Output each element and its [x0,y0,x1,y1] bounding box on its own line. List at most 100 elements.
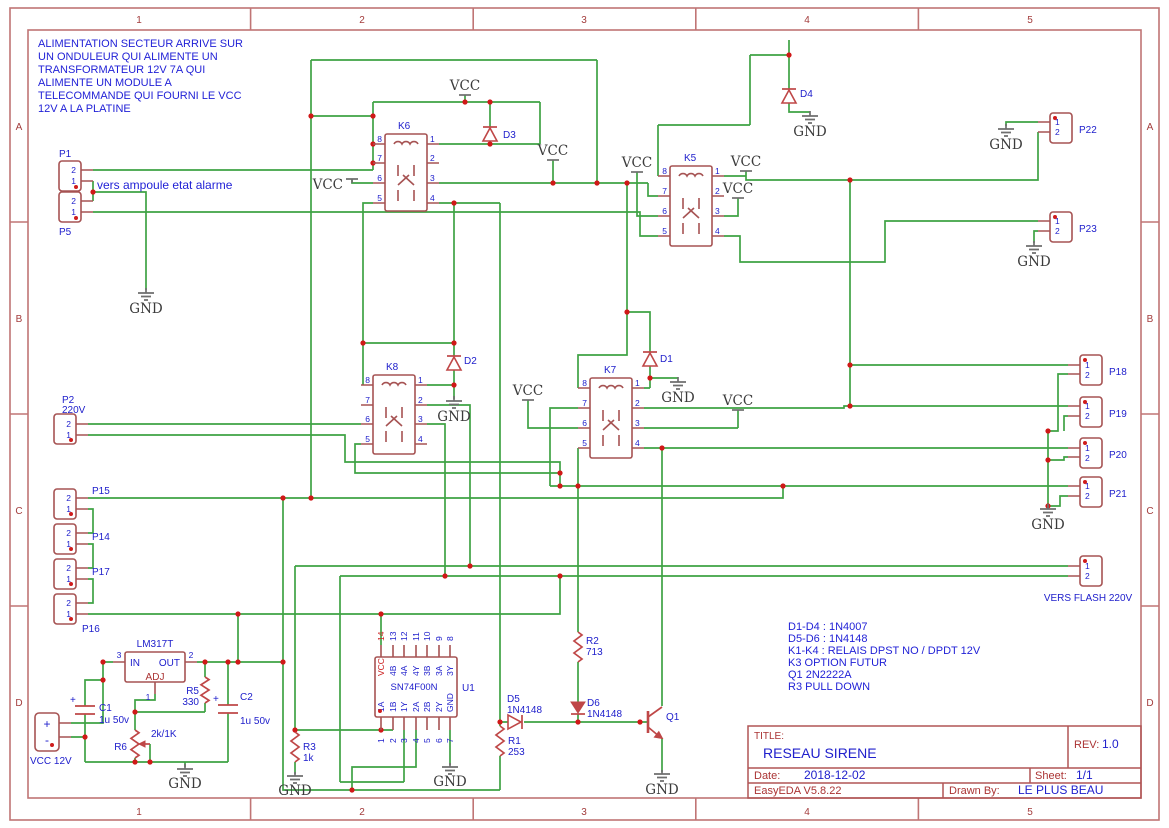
gnd-symbol: GND [1031,504,1065,533]
pin-number: 1 [71,176,76,186]
transistor-refdes: Q1 [666,712,680,723]
relay-k7[interactable]: 8 7 6 5 1 2 3 4 K7 [578,365,644,459]
potentiometer-r6[interactable]: R6 2k/1K [114,729,177,759]
resistor-r1[interactable]: R1 253 [494,725,525,758]
date-label: Date: [754,770,780,782]
gnd-symbol: GND [433,763,467,790]
connector-body [1079,437,1103,469]
pin-number: 1 [1085,481,1090,491]
diode-refdes: D1 [660,354,673,365]
pin-label: 1B [388,701,398,712]
polarity-plus: + [43,717,50,731]
pin-label: 3B [422,665,432,676]
gnd-icon [670,377,686,390]
connector-p19[interactable]: 1 2 P19 [1068,396,1127,428]
diode-d1[interactable]: D1 [641,351,673,367]
pin-number: 8 [445,636,455,641]
connector-p17[interactable]: 2 1 P17 [53,558,110,590]
vcc-flag: VCC [621,155,652,173]
wires[interactable] [71,40,1068,791]
connector-p22[interactable]: 1 2 P22 [1038,112,1097,144]
connector-p18[interactable]: 1 2 P18 [1068,354,1127,386]
resistor-value: 2k/1K [151,729,177,740]
pin-number: 1 [66,574,71,584]
connector-label: P15 [92,486,110,497]
connector-p16[interactable]: 2 1 P16 [53,593,100,635]
connector-label: P19 [1109,409,1127,420]
connector-p1[interactable]: 2 1 P1 [58,149,93,192]
relay-k8[interactable]: 8 7 6 5 1 2 3 4 K8 [361,362,427,455]
connector-vers-flash[interactable]: 1 2 VERS FLASH 220V [1044,555,1133,604]
pin-label: 3Y [445,665,455,676]
diode-d2[interactable]: D2 [445,355,477,371]
diode-d3[interactable]: D3 [481,126,516,142]
frame-col-label: 4 [804,807,810,818]
polarity-plus: + [213,694,219,705]
gnd-symbol: GND [129,288,163,317]
connector-p21[interactable]: 1 2 P21 [1068,476,1127,508]
relay-k5[interactable]: 8 7 6 5 1 2 3 4 K5 [658,153,724,247]
frame-col-label: 1 [136,807,142,818]
pin-number: 7 [377,153,382,163]
pin-number: 1 [1085,443,1090,453]
gnd-label: GND [168,776,202,792]
pin-label: 4Y [411,665,421,676]
frame-ticks [10,8,1159,820]
resistor-r5[interactable]: R5 330 [182,676,211,708]
transistor-q1[interactable]: Q1 [646,706,680,740]
diode-d5[interactable]: D5 1N4148 [507,694,542,731]
connector-vcc12v[interactable]: + - VCC 12V [30,712,72,767]
rev-label: REV: [1074,739,1099,751]
vcc-flag: VCC [537,143,568,161]
coil-icon [678,172,704,178]
relay-refdes: K6 [398,121,411,132]
connector-p15[interactable]: 2 1 P15 [53,486,110,520]
pin-number: 8 [662,166,667,176]
connector-p20[interactable]: 1 2 P20 [1068,437,1127,469]
title-block: TITLE: RESEAU SIRENE REV: 1.0 Date: 2018… [747,725,1142,799]
pin-number: 2 [1055,226,1060,236]
frame-col-label: 3 [581,15,587,26]
relay-body [384,133,428,212]
note-block-top: ALIMENTATION SECTEUR ARRIVE SUR UN ONDUL… [38,38,243,115]
resistor-refdes: R5 [186,686,199,697]
pin-number: 2 [1085,370,1090,380]
title-label: TITLE: [754,731,784,742]
pin-number: 10 [422,631,432,641]
frame-row-label: A [1147,122,1154,133]
connector-p14[interactable]: 2 1 P14 [53,523,110,555]
ic-u1[interactable]: 14 13 12 11 10 9 8 VCC 4B 4A 4Y 3B 3A 3Y… [374,631,475,743]
resistor-r2[interactable]: R2 713 [572,631,603,663]
connector-p23[interactable]: 1 2 P23 [1038,211,1097,243]
capacitor-icon [218,704,238,714]
diode-d6[interactable]: D6 1N4148 [570,698,622,720]
diode-icon [570,701,586,714]
coil-icon [381,381,407,387]
ic-refdes: U1 [462,683,475,694]
relay-body [669,165,713,247]
wire-net[interactable] [636,40,1068,507]
connector-p5[interactable]: 2 1 P5 [58,191,93,238]
diode-refdes: D3 [503,130,516,141]
connector-pins [1068,485,1080,497]
connector-p2[interactable]: 2 1 P2 220V [53,395,88,445]
capacitor-c2[interactable]: + C2 1u 50v [213,692,270,727]
capacitor-c1[interactable]: + C1 1u 50v [70,695,129,726]
connector-pins [81,200,93,213]
pin-label: ADJ [146,672,165,683]
resistor-value: 1k [303,753,315,764]
rev-value: 1.0 [1102,737,1119,751]
regulator-lm317[interactable]: LM317T IN OUT ADJ 3 2 1 [113,639,197,702]
pin-number: 2 [1085,453,1090,463]
drawn-by-label: Drawn By: [949,785,1000,797]
diode-d4[interactable]: D4 [780,88,813,104]
note-line: D1-D4 : 1N4007 [788,621,868,633]
gnd-symbol: GND [437,396,471,425]
resistor-r3[interactable]: R3 1k [289,731,316,764]
relay-k6[interactable]: 8 7 6 5 1 2 3 4 K6 [373,121,439,212]
frame-col-label: 2 [359,15,365,26]
pin-number: 5 [365,434,370,444]
wire-net[interactable] [88,486,1068,791]
capacitor-refdes: C1 [99,703,112,714]
